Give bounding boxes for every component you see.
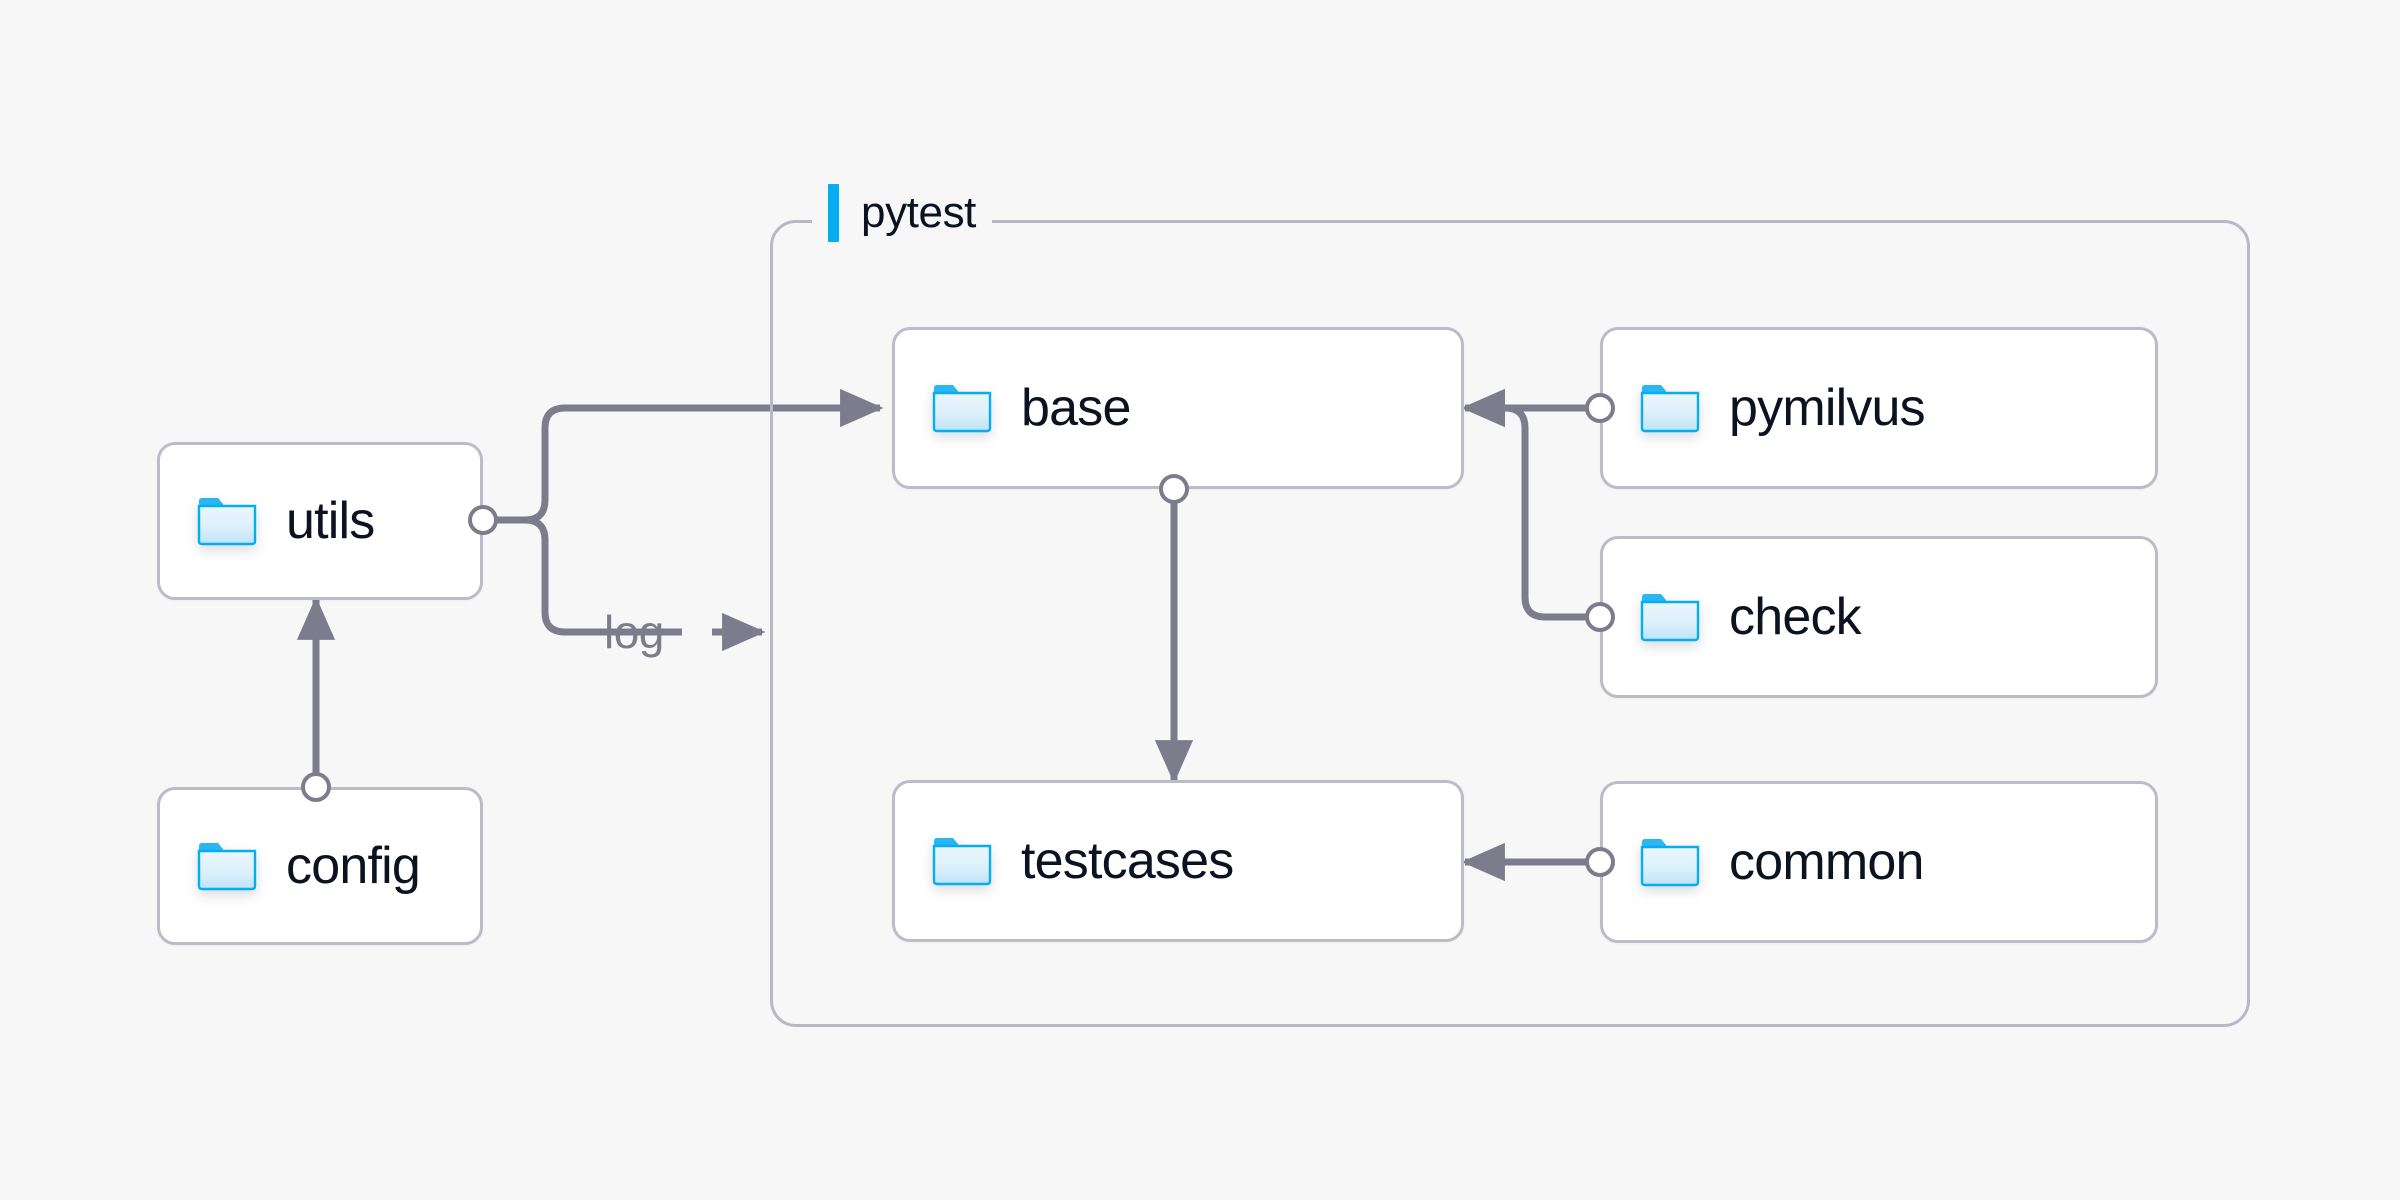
node-config[interactable]: config bbox=[157, 787, 483, 945]
node-pymilvus-content: pymilvus bbox=[1603, 379, 1926, 437]
node-common-label: common bbox=[1729, 833, 1924, 891]
node-utils-content: utils bbox=[160, 492, 375, 550]
node-check[interactable]: check bbox=[1600, 536, 2158, 698]
folder-icon bbox=[197, 498, 257, 546]
folder-icon bbox=[1640, 839, 1700, 887]
node-config-content: config bbox=[160, 837, 421, 895]
port-base-bottom[interactable] bbox=[1159, 474, 1189, 504]
node-config-label: config bbox=[286, 837, 421, 895]
node-base-label: base bbox=[1021, 379, 1131, 437]
node-testcases-label: testcases bbox=[1021, 832, 1234, 890]
accent-bar-icon bbox=[828, 184, 839, 242]
node-utils-label: utils bbox=[286, 492, 375, 550]
node-testcases[interactable]: testcases bbox=[892, 780, 1464, 942]
group-pytest-title: pytest bbox=[861, 188, 976, 237]
port-check-left[interactable] bbox=[1585, 602, 1615, 632]
port-pymilvus-left[interactable] bbox=[1585, 393, 1615, 423]
node-testcases-content: testcases bbox=[895, 832, 1234, 890]
node-base[interactable]: base bbox=[892, 327, 1464, 489]
node-pymilvus[interactable]: pymilvus bbox=[1600, 327, 2158, 489]
node-common-content: common bbox=[1603, 836, 1924, 888]
folder-icon bbox=[932, 385, 992, 433]
port-config-top[interactable] bbox=[301, 772, 331, 802]
edge-label-log: log bbox=[604, 606, 664, 658]
folder-icon bbox=[197, 843, 257, 891]
node-common[interactable]: common bbox=[1600, 781, 2158, 943]
node-check-label: check bbox=[1729, 588, 1862, 646]
node-base-content: base bbox=[895, 382, 1131, 434]
group-pytest bbox=[770, 220, 2250, 1027]
node-pymilvus-label: pymilvus bbox=[1729, 379, 1926, 437]
node-check-content: check bbox=[1603, 588, 1862, 646]
port-utils-right[interactable] bbox=[468, 505, 498, 535]
group-pytest-header: pytest bbox=[812, 182, 992, 244]
node-utils[interactable]: utils bbox=[157, 442, 483, 600]
folder-icon bbox=[1640, 385, 1700, 433]
folder-icon bbox=[932, 838, 992, 886]
folder-icon bbox=[1640, 594, 1700, 642]
port-common-left[interactable] bbox=[1585, 847, 1615, 877]
